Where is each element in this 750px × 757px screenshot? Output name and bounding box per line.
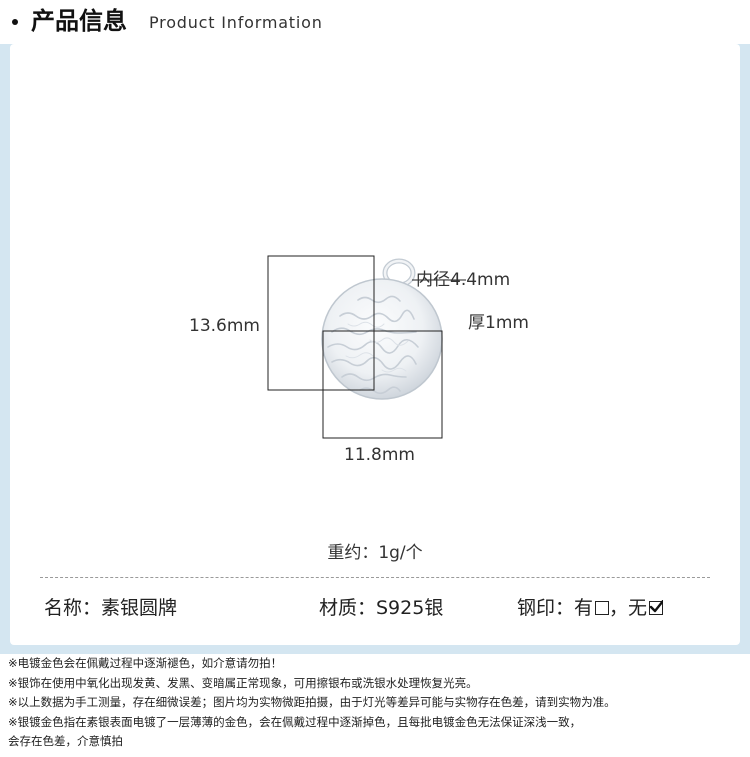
stamp-no-label: 无 <box>628 597 648 619</box>
notes-section: ※电镀金色会在佩戴过程中逐渐褪色，如介意请勿拍！ ※银饰在使用中氧化出现发黄、发… <box>8 654 744 752</box>
width-label: 11.8mm <box>344 445 415 465</box>
stamp-label: 钢印： <box>517 597 575 619</box>
note-line: 会存在色差，介意慎拍 <box>8 734 123 748</box>
section-header: 产品信息 Product Information <box>0 0 750 44</box>
info-card: 内径4.4mm 厚1mm 13.6mm 11.8mm 重约：1g/个 名称：素银… <box>10 44 740 645</box>
note-line: ※银饰在使用中氧化出现发黄、发黑、变暗属正常现象，可用擦银布或洗银水处理恢复光亮… <box>8 675 478 690</box>
section-title-cn: 产品信息 <box>31 7 127 35</box>
product-name-text: 名称：素银圆牌 <box>44 597 178 619</box>
note-line: ※电镀金色会在佩戴过程中逐渐褪色，如介意请勿拍！ <box>8 656 283 670</box>
dashed-divider <box>40 577 710 578</box>
thickness-label: 厚1mm <box>468 313 529 333</box>
height-label: 13.6mm <box>189 316 260 336</box>
pendant-disc-image <box>321 278 443 400</box>
weight-text: 重约：1g/个 <box>327 543 423 563</box>
checked-checkbox-icon <box>649 599 664 615</box>
note-line: ※以上数据为手工测量，存在细微误差；图片均为实物微距拍摄，由于灯光等差异可能与实… <box>8 695 616 709</box>
stamp-separator: ， <box>609 597 629 619</box>
bullet-dot-icon <box>12 19 18 25</box>
inner-diameter-label: 内径4.4mm <box>416 270 511 290</box>
empty-checkbox-icon <box>595 601 610 615</box>
stamp-spec: 钢印：有 ，无 <box>517 595 664 621</box>
info-frame: 内径4.4mm 厚1mm 13.6mm 11.8mm 重约：1g/个 名称：素银… <box>0 44 750 654</box>
width-dimension-box <box>322 330 443 439</box>
note-line: ※银镀金色指在素银表面电镀了一层薄薄的金色，会在佩戴过程中逐渐掉色，且每批电镀金… <box>8 714 582 729</box>
material-text: 材质：S925银 <box>319 597 444 619</box>
pendant-dimension-diagram <box>267 255 466 439</box>
section-title-en: Product Information <box>149 13 323 32</box>
height-dimension-box <box>267 255 375 391</box>
stamp-yes-label: 有 <box>574 597 594 619</box>
